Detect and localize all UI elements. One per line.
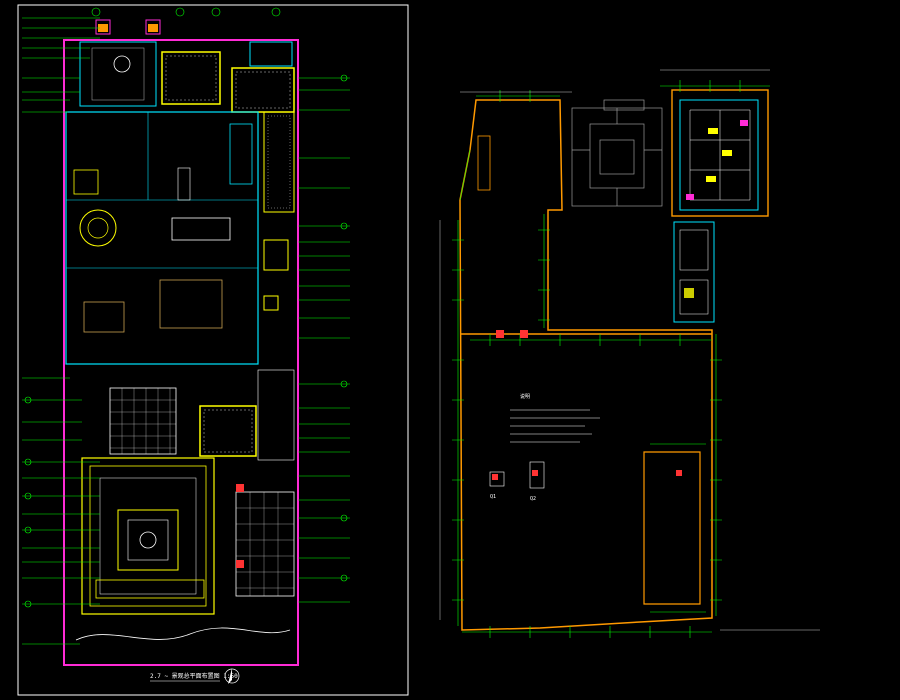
- sofa-set: [159, 279, 223, 329]
- left-annotation-leaders: [22, 17, 350, 645]
- house-footprint: [65, 111, 259, 365]
- detail-sketch-q2: Q2: [529, 461, 545, 502]
- rear-terrace: [109, 369, 295, 461]
- entry-fountain-icon: [113, 55, 131, 73]
- notes-heading: 说明: [520, 393, 530, 400]
- garden-center-fountain-icon: [139, 531, 157, 549]
- inner-enclosure: [643, 451, 701, 605]
- existing-building: [571, 99, 663, 207]
- left-property-boundary: [63, 39, 299, 666]
- lower-right-paving: [235, 484, 295, 597]
- dimension-lines: [439, 69, 820, 631]
- annex-block: [673, 221, 715, 323]
- fence-posts: [452, 80, 770, 638]
- formal-garden: [81, 457, 215, 615]
- top-planters: [161, 41, 295, 113]
- detail-sketch-q1: Q1: [489, 471, 505, 500]
- left-landscape-plan: 2.7 ~ 景观总平面布置图 1:50: [17, 4, 409, 696]
- general-notes-block: 说明: [510, 393, 600, 443]
- dining-table: [171, 217, 231, 241]
- right-site-plan: 说明 Q1 Q2: [439, 69, 820, 638]
- left-sheet-border: [17, 4, 409, 696]
- side-path: [263, 111, 295, 311]
- site-boundary: [459, 99, 713, 631]
- left-annotation-bubbles: [24, 7, 348, 608]
- north-arrow-icon: [224, 668, 240, 684]
- garden-edge-curve: [75, 627, 291, 641]
- villa-block: [671, 89, 769, 217]
- detail-label-q2: Q2: [530, 496, 536, 502]
- entry-courtyard: [79, 19, 161, 107]
- left-drawing-title: 2.7 ~ 景观总平面布置图 1:50: [150, 672, 238, 680]
- detail-label-q1: Q1: [490, 494, 496, 500]
- spiral-stair-icon: [79, 209, 117, 247]
